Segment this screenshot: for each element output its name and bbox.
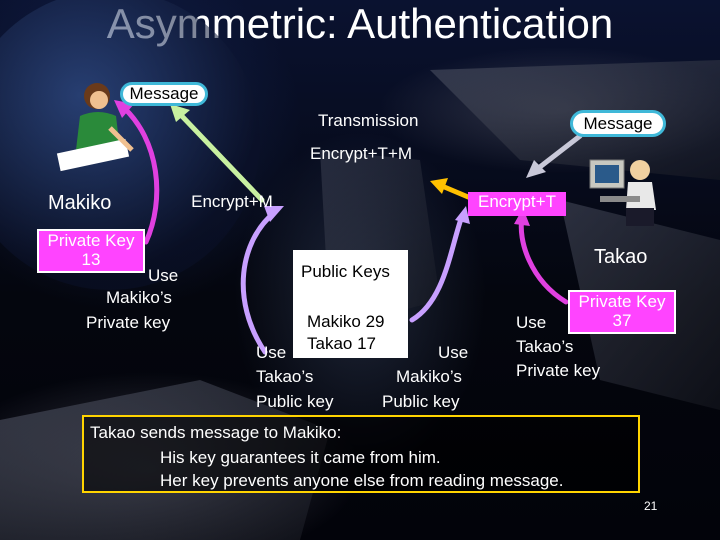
makiko-key-value: 13 [39,250,143,269]
takao-public-key-label: Public key [256,391,333,412]
public-key-makiko: Makiko 29 [307,312,384,332]
arrow-violet-to-encrypt-m [243,212,275,352]
makiko-public-whose: Makiko’s [396,366,462,387]
summary-line-1: Takao sends message to Makiko: [90,423,341,443]
encrypt-tm-label: Encrypt+T+M [310,143,412,164]
takao-private-whose: Takao’s [516,336,573,357]
message-left-pill: Message [120,82,208,106]
makiko-private-key-label: Private key [86,312,170,333]
takao-name: Takao [594,246,647,269]
summary-box: Takao sends message to Makiko: His key g… [82,415,640,493]
arrow-magenta-right [521,218,566,302]
page-number: 21 [644,499,657,513]
takao-key-title: Private Key [570,292,674,311]
makiko-public-use: Use [438,342,468,363]
makiko-public-key-label: Public key [382,391,459,412]
takao-public-use: Use [256,342,286,363]
takao-private-key-box: Private Key 37 [568,290,676,334]
takao-private-key-label: Private key [516,360,600,381]
makiko-private-whose: Makiko’s [106,287,172,308]
makiko-name: Makiko [48,192,111,215]
public-key-takao: Takao 17 [307,334,376,354]
encrypt-t-label: Encrypt+T [468,192,566,216]
makiko-private-key-box: Private Key 13 [37,229,145,273]
summary-line-2: His key guarantees it came from him. [160,448,441,468]
makiko-key-title: Private Key [39,231,143,250]
makiko-private-use: Use [148,265,178,286]
summary-line-3: Her key prevents anyone else from readin… [160,471,563,491]
takao-private-use: Use [516,312,546,333]
transmission-label: Transmission [318,110,418,131]
public-keys-box: Public Keys Makiko 29 Takao 17 [293,250,408,358]
takao-public-whose: Takao’s [256,366,313,387]
message-right-pill: Message [570,110,666,137]
public-keys-title: Public Keys [301,262,390,282]
encrypt-m-label: Encrypt+M [178,192,286,218]
takao-key-value: 37 [570,311,674,330]
